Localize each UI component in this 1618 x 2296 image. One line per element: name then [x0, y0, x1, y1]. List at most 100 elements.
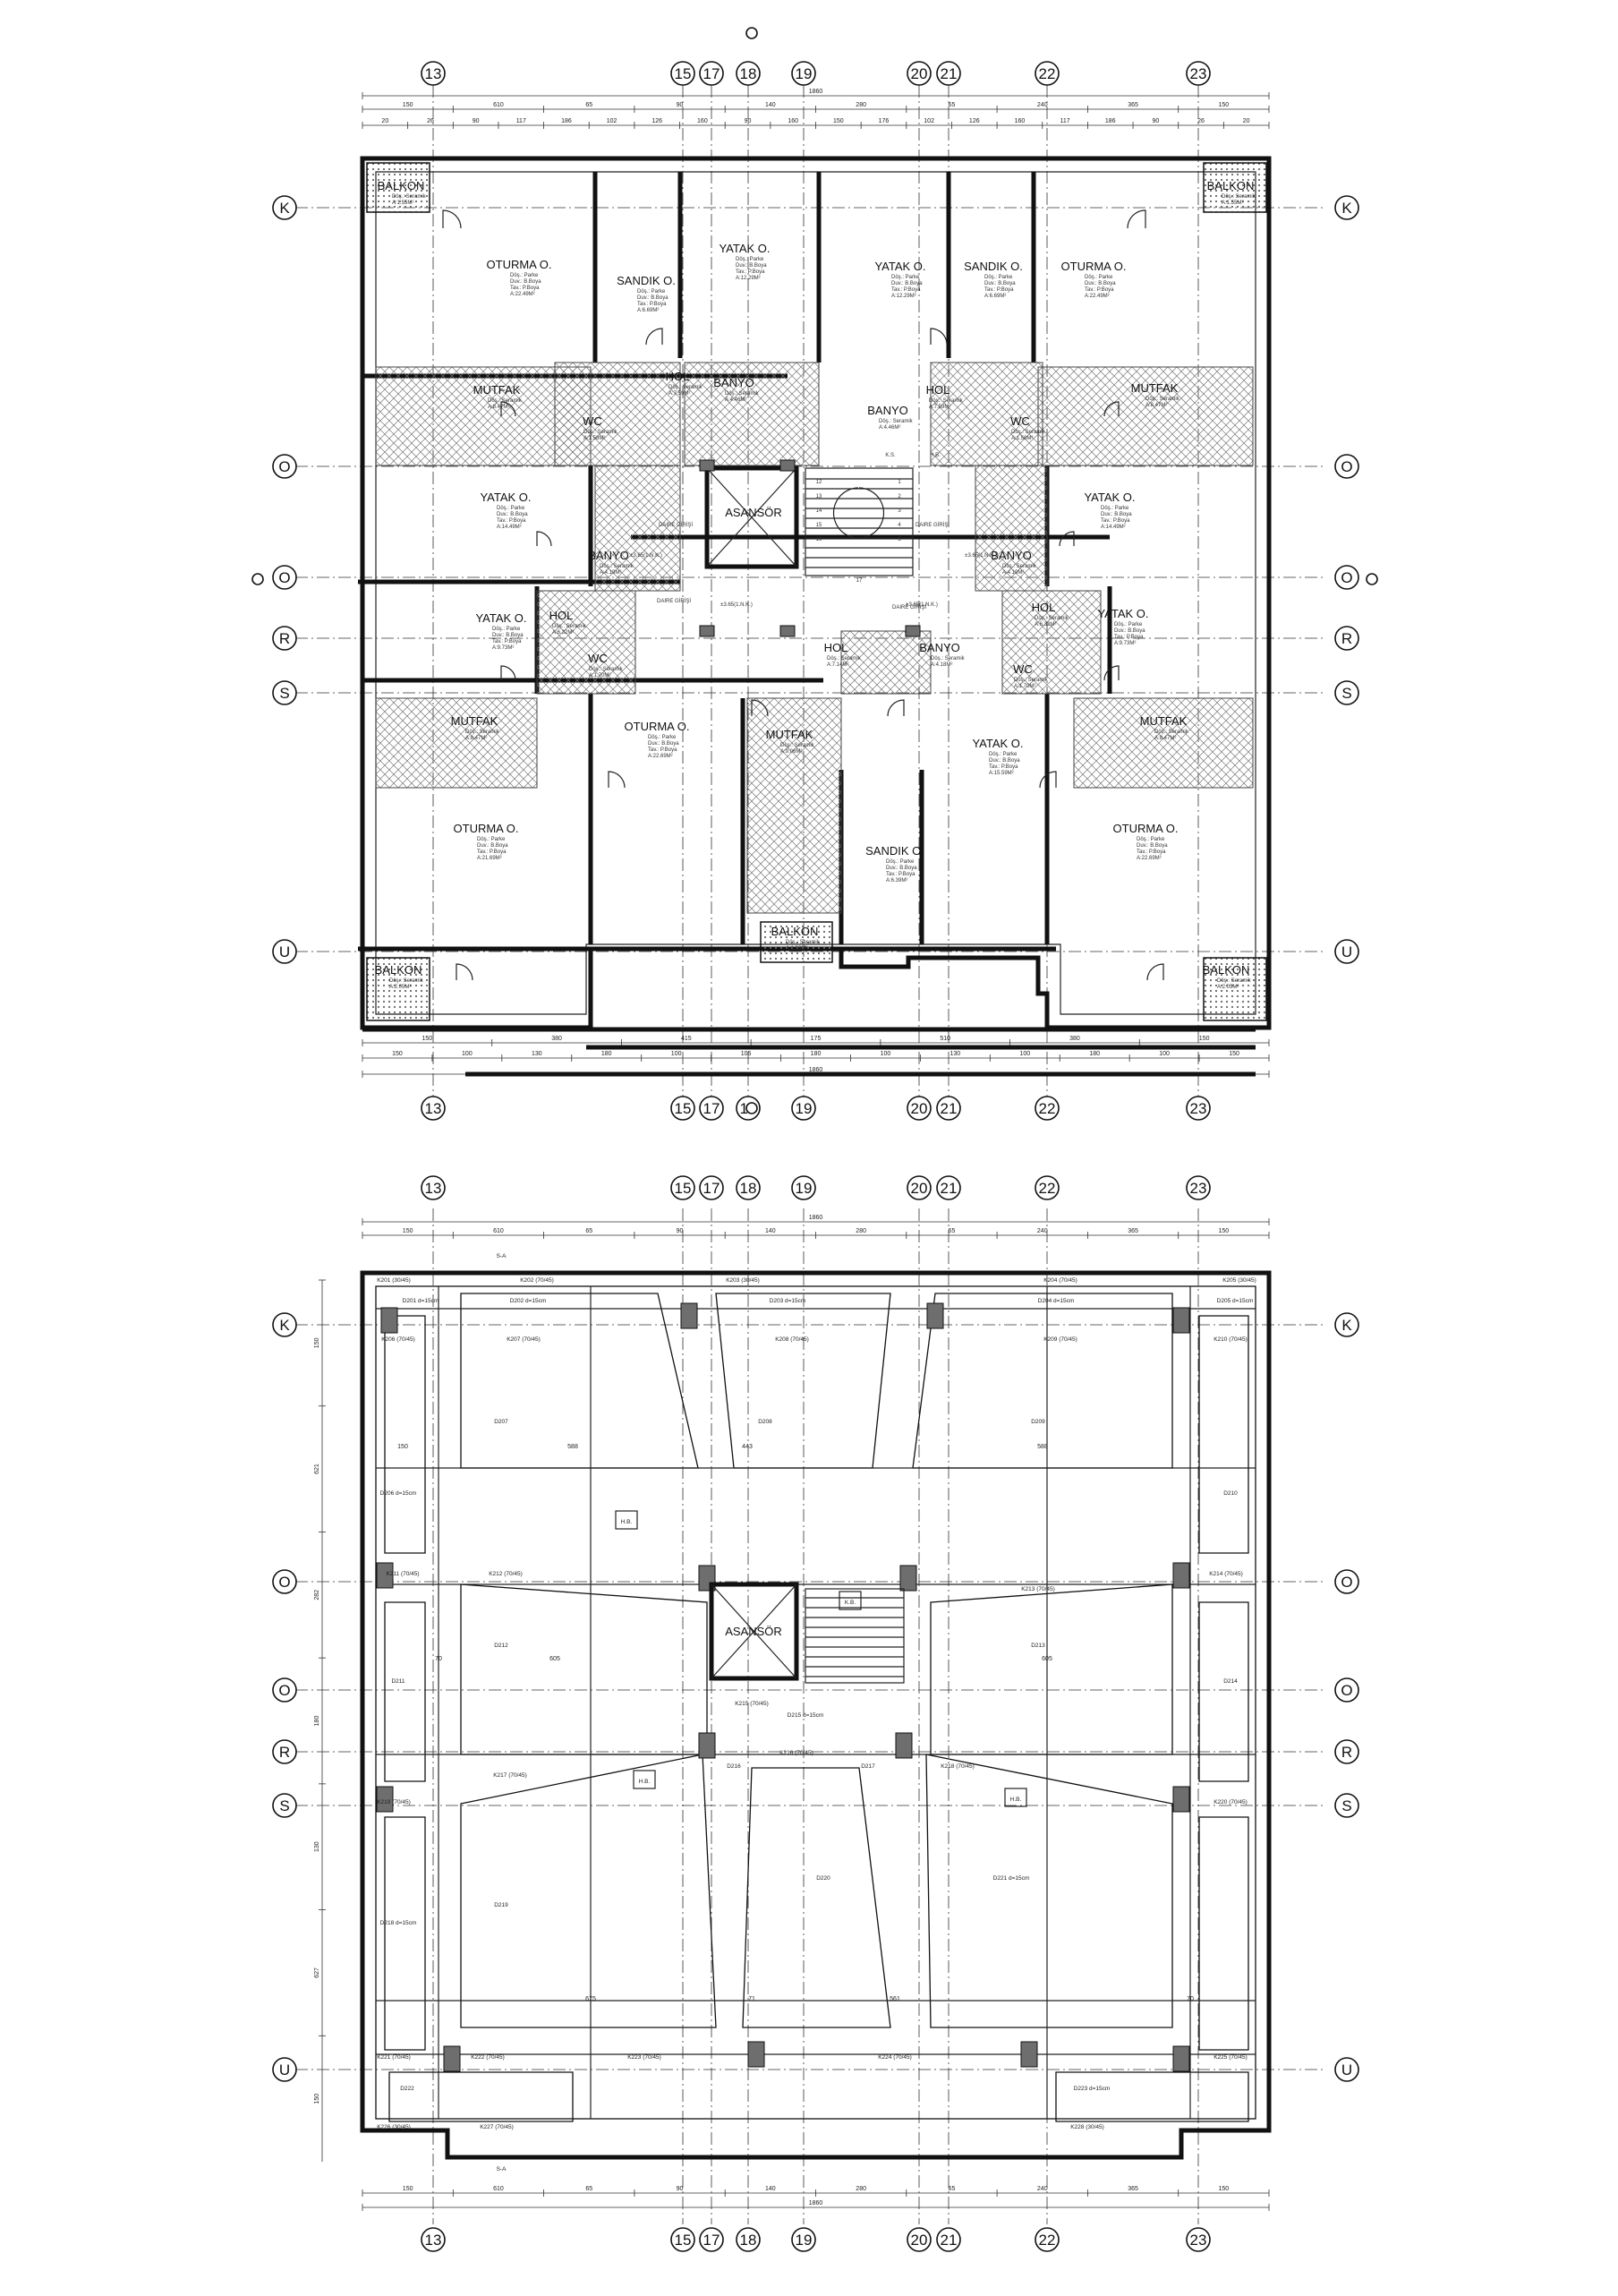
grid-row-label: K: [279, 200, 290, 217]
balcony-hatch: [1203, 162, 1267, 213]
room-name-label: MUTFAK: [1140, 714, 1188, 728]
column: [905, 625, 921, 637]
room-spec-label: A:12.29M²: [736, 276, 761, 281]
door-swing: [1127, 209, 1146, 229]
inner-wall-line: [375, 171, 1256, 1015]
dim-bottom-row2-value: 130: [950, 1051, 961, 1057]
grid-row-label: K: [1341, 1317, 1352, 1334]
stair-step-number: 12: [816, 480, 822, 485]
beam-label: K210 (70/45): [1214, 1336, 1248, 1343]
section-cut-icon: [1366, 573, 1378, 585]
beam-label: K218 (70/45): [941, 1763, 975, 1770]
slab-panel: [384, 1816, 426, 2051]
room-name-label: HOL: [1032, 601, 1056, 614]
span-dimension: 150: [397, 1444, 408, 1450]
structural-column: [899, 1565, 917, 1592]
grid-col-label: 15: [675, 2232, 692, 2249]
grid-col-label-circle: [936, 1096, 961, 1121]
room-spec-label: Döş.: Parke: [984, 275, 1013, 280]
section-cut-icon: [251, 573, 264, 585]
grid-row-label-circle: [1334, 680, 1359, 705]
room-spec-label: A:4.46M²: [879, 425, 900, 431]
beam-label: K217 (70/45): [493, 1772, 527, 1779]
room-spec-label: Duv.: B.Boya: [477, 843, 508, 849]
room-spec-label: A:4.19M²: [1002, 570, 1024, 576]
shaft-box: [1004, 1788, 1027, 1807]
column: [779, 625, 796, 637]
grid-col-label: 20: [911, 1180, 928, 1197]
elevator-shaft: [704, 465, 799, 569]
room-spec-label: Döş.: Seramik: [879, 419, 914, 424]
grid-col-label-circle: [736, 1175, 761, 1200]
room-spec-label: Döş.: Seramik: [1035, 616, 1069, 621]
dim-row1-top-value: 150: [1219, 102, 1230, 108]
room-spec-label: Tav.: P.Boya: [497, 518, 526, 524]
beam-label: K208 (70/45): [775, 1336, 809, 1343]
slab-label: D211: [391, 1678, 404, 1685]
span-dimension: 71: [748, 1996, 755, 2002]
slab-label: D201 d=15cm: [403, 1298, 439, 1304]
grid-row-label-circle: [272, 195, 297, 220]
dim-row1-top-value: 65: [949, 102, 956, 108]
room-spec-label: A:1.58M²: [583, 436, 605, 441]
dim-row1-top-value: 365: [1128, 102, 1138, 108]
room-spec-label: A:1.70M²: [1014, 684, 1035, 689]
dim-row1-struct-bottom-value: 365: [1128, 2186, 1138, 2192]
door-swing: [536, 531, 552, 547]
room-spec-label: Duv.: B.Boya: [989, 758, 1020, 764]
room-spec-label: A:14.49M²: [497, 525, 522, 530]
grid-col-label-circle: [670, 61, 695, 86]
stair-core: [805, 1588, 905, 1684]
slab-label: D204 d=15cm: [1038, 1298, 1075, 1304]
room-spec-label: A:4.19M²: [600, 570, 621, 576]
room-name-label: MUTFAK: [766, 728, 813, 741]
slab-label: D202 d=15cm: [510, 1298, 547, 1304]
stair-step-number: 17: [856, 578, 863, 584]
grid-row-label-circle: [272, 1739, 297, 1764]
dim-row2-top-value: 126: [969, 118, 980, 124]
slab-label: D208: [758, 1419, 772, 1425]
slab-label: D217: [861, 1763, 875, 1770]
room-name-label: HOL: [666, 370, 690, 383]
room-spec-label: A:9.06M²: [780, 749, 802, 755]
room-spec-label: Döş.: Seramik: [725, 391, 760, 397]
room-spec-label: Döş.: Seramik: [389, 978, 424, 984]
room-name-label: BANYO: [713, 376, 754, 389]
grid-col-label: 19: [796, 1100, 813, 1117]
dim-bottom-row2-value: 100: [671, 1051, 682, 1057]
room-spec-label: Döş.: Seramik: [1014, 678, 1049, 683]
dim-row1-top-value: 280: [856, 102, 866, 108]
room-spec-label: Döş.: Seramik: [600, 564, 634, 569]
beam-label: K225 (70/45): [1214, 2054, 1248, 2061]
room-spec-label: Döş.: Parke: [1114, 622, 1143, 627]
stair-step-number: 2: [898, 494, 901, 499]
grid-col-label-circle: [670, 1175, 695, 1200]
grid-row-label-circle: [1334, 565, 1359, 590]
grid-row-label-circle: [272, 626, 297, 651]
door-swing: [1039, 771, 1057, 789]
room-name-label: BALKON: [378, 179, 425, 192]
balcony-hatch: [366, 957, 430, 1021]
grid-col-label-circle: [907, 1096, 932, 1121]
shaft-label: H.B.: [930, 453, 941, 458]
grid-col-label: 19: [796, 1180, 813, 1197]
shaft-label-struct: H.B.: [639, 1779, 651, 1785]
grid-row-label-circle: [1334, 1569, 1359, 1594]
dim-row1-top-value: 610: [493, 102, 504, 108]
room-name-label: BALKON: [375, 963, 422, 977]
stair-step-number: 4: [898, 523, 901, 528]
dim-row1-struct-value: 65: [585, 1228, 592, 1234]
structural-column: [895, 1732, 913, 1759]
span-dimension: 70: [1187, 1996, 1194, 2002]
grid-row-label: U: [279, 943, 290, 960]
room-spec-label: Tav.: P.Boya: [891, 287, 921, 293]
span-dimension: 588: [567, 1444, 578, 1450]
slab-label: D219: [494, 1902, 508, 1908]
grid-col-label-circle: [936, 1175, 961, 1200]
span-dimension: 675: [585, 1996, 596, 2002]
grid-col-label-circle: [670, 1096, 695, 1121]
dim-row2-top-value: 90: [473, 118, 480, 124]
room-spec-label: A:15.59M²: [989, 771, 1014, 776]
tiled-floor: [746, 697, 842, 914]
